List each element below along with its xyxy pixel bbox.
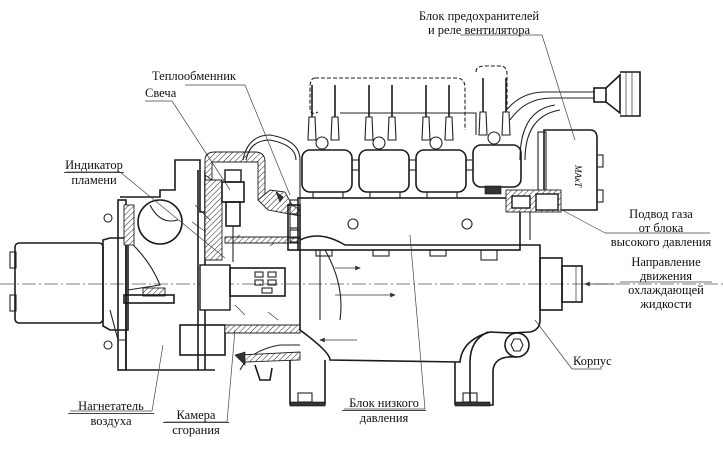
combustion-chamber [191,170,301,370]
label-gas-supply: Подвод газа от блока высокого давления [610,207,712,249]
relay-marking: МАкТ [573,164,583,188]
fuse-relay-block: МАкТ [504,91,604,211]
label-fuse-block: Блок предохранителей и реле вентилятора [418,9,540,37]
housing [299,235,541,406]
label-heat-exchanger: Теплообменник [152,69,236,83]
electrical-connector [593,71,641,117]
coolant-outlet-pipe [539,257,583,311]
label-flame-indicator: Индикатор пламени [64,158,124,187]
heat-exchanger-lower [234,344,301,381]
label-housing: Корпус [573,354,612,368]
mounting-feet [289,360,491,407]
blower-housing [103,159,226,371]
label-combustion-chamber: Камера сгорания [163,408,229,437]
label-low-pressure-block: Блок низкого давления [342,396,426,425]
coolant-flow-arrows [319,265,615,343]
label-coolant-flow: Направление движения охлаждающей жидкост… [628,255,704,311]
low-pressure-block [289,197,521,261]
gas-inlet-fitting [484,185,562,240]
solenoid-valves [301,65,522,199]
glow-plug [204,134,301,262]
label-glow-plug: Свеча [145,86,177,100]
label-air-blower: Нагнетатель воздуха [68,399,154,428]
